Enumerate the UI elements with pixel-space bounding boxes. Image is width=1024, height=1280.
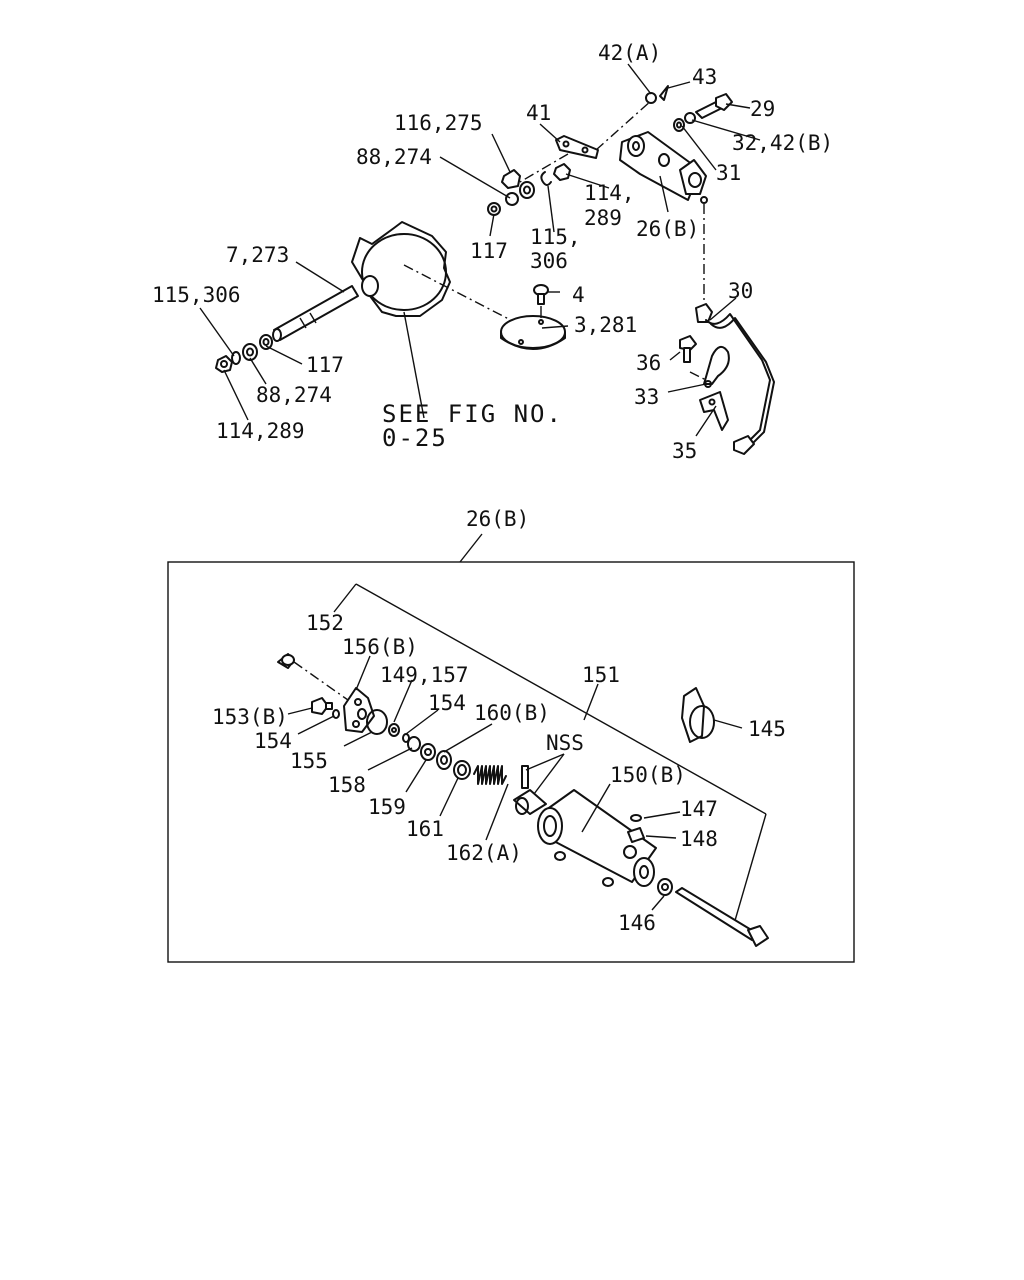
- spring: [473, 765, 507, 785]
- slave-cylinder: [619, 131, 708, 300]
- lever-part: [519, 99, 653, 183]
- screw-part: [533, 284, 549, 318]
- callout-145: 145: [748, 717, 786, 741]
- upper-labels: 42(A) 43 29 41 116,275 32,42(B) 88,274 3…: [152, 41, 833, 463]
- hydraulic-pipe: [695, 303, 775, 455]
- callout-114b: 114,289: [216, 419, 305, 443]
- callout-115a-line2: 306: [530, 249, 568, 273]
- callout-159: 159: [368, 795, 406, 819]
- callout-162a: 162(A): [446, 841, 522, 865]
- callout-115a-line1: 115,: [530, 225, 581, 249]
- callout-41: 41: [526, 101, 551, 125]
- callout-115b: 115,306: [152, 283, 241, 307]
- callout-26b: 26(B): [636, 217, 699, 241]
- flange-plate: [343, 687, 375, 733]
- callout-32: 32,42(B): [732, 131, 833, 155]
- reference-note-line1: SEE FIG NO.: [382, 400, 563, 428]
- callout-4: 4: [572, 283, 585, 307]
- detail-leader-lines: [287, 655, 743, 911]
- callout-114a-line2: 289: [584, 206, 622, 230]
- seal-stack: [388, 723, 471, 780]
- callout-114a-line1: 114,: [584, 181, 635, 205]
- callout-35: 35: [672, 439, 697, 463]
- callout-146: 146: [618, 911, 656, 935]
- detail-frame: [167, 561, 855, 963]
- callout-88a: 88,274: [356, 145, 432, 169]
- clamp-33: [689, 345, 730, 388]
- callout-155: 155: [290, 749, 328, 773]
- lever-hardware: [487, 163, 571, 216]
- callout-nss: NSS: [546, 731, 584, 755]
- callout-156b: 156(B): [342, 635, 418, 659]
- shaft-part: [272, 285, 359, 342]
- bleeder-screw: [277, 653, 349, 701]
- callout-152: 152: [306, 611, 344, 635]
- housing-gasket: [351, 221, 451, 317]
- push-rod: [657, 878, 769, 947]
- callout-117a: 117: [470, 239, 508, 263]
- callout-36: 36: [636, 351, 661, 375]
- cover-plate: [500, 315, 566, 350]
- callout-154a: 154: [428, 691, 466, 715]
- callout-153b: 153(B): [212, 705, 288, 729]
- callout-161: 161: [406, 817, 444, 841]
- pin-clip: [645, 85, 669, 104]
- callout-160b: 160(B): [474, 701, 550, 725]
- upper-assembly: 42(A) 43 29 41 116,275 32,42(B) 88,274 3…: [152, 41, 833, 463]
- callout-147: 147: [680, 797, 718, 821]
- callout-3: 3,281: [574, 313, 637, 337]
- upper-leader-lines: [199, 63, 761, 437]
- detail-title: 26(B): [466, 507, 529, 531]
- callout-158: 158: [328, 773, 366, 797]
- callout-31: 31: [716, 161, 741, 185]
- callout-88b: 88,274: [256, 383, 332, 407]
- screw-153: [311, 697, 340, 719]
- callout-42a: 42(A): [598, 41, 661, 65]
- callout-149: 149,157: [380, 663, 469, 687]
- callout-29: 29: [750, 97, 775, 121]
- callout-30: 30: [728, 279, 753, 303]
- fittings-147-148: [627, 814, 645, 843]
- callout-154b: 154: [254, 729, 292, 753]
- detail-view: 26(B): [167, 507, 855, 963]
- callout-33: 33: [634, 385, 659, 409]
- bolt-36: [679, 335, 697, 363]
- detail-labels: 152 156(B) 149,157 151 154 160(B) 153(B)…: [212, 611, 786, 935]
- reference-note-line2: 0-25: [382, 424, 448, 452]
- callout-148: 148: [680, 827, 718, 851]
- callout-43: 43: [692, 65, 717, 89]
- cylinder-body: [537, 789, 657, 887]
- callout-150b: 150(B): [610, 763, 686, 787]
- shaft-washers: [215, 334, 273, 373]
- bracket-35: [699, 391, 729, 431]
- callout-151: 151: [582, 663, 620, 687]
- callout-117b: 117: [306, 353, 344, 377]
- callout-116: 116,275: [394, 111, 483, 135]
- dust-boot: [681, 687, 715, 743]
- callout-7: 7,273: [226, 243, 289, 267]
- piston-nss: [513, 765, 547, 815]
- bolt-washers: [673, 93, 733, 132]
- o-ring: [366, 709, 388, 735]
